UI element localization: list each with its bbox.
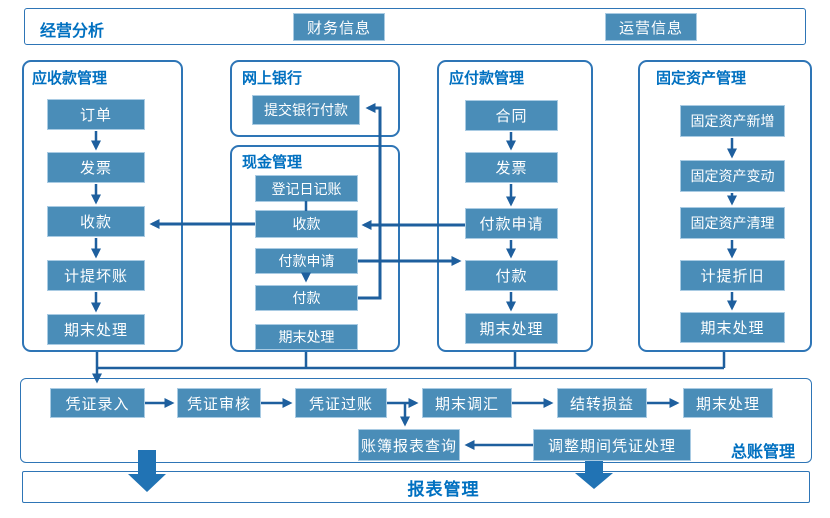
business-analysis-title: 经营分析 bbox=[40, 23, 105, 40]
ledger-bus-connector bbox=[92, 352, 726, 384]
financial-info-node: 财务信息 bbox=[293, 13, 385, 41]
node-fa-change: 固定资产变动 bbox=[680, 160, 785, 192]
node-period-end-ar: 期末处理 bbox=[47, 314, 145, 345]
panel-business-analysis bbox=[24, 8, 806, 45]
node-period-end-cash: 期末处理 bbox=[255, 324, 358, 350]
online-banking-title: 网上银行 bbox=[242, 70, 303, 87]
panel-payable bbox=[437, 60, 593, 352]
operations-info-node: 运营信息 bbox=[605, 13, 697, 41]
node-period-end-gl: 期末处理 bbox=[683, 388, 773, 418]
node-invoice-ap: 发票 bbox=[465, 152, 558, 183]
general-ledger-title: 总账管理 bbox=[731, 444, 796, 461]
node-bad-debt-provision: 计提坏账 bbox=[47, 260, 145, 291]
node-invoice-ar: 发票 bbox=[47, 152, 145, 183]
reports-title: 报表管理 bbox=[407, 479, 480, 499]
fixed-assets-title: 固定资产管理 bbox=[656, 70, 747, 87]
panel-general-ledger bbox=[20, 378, 812, 463]
node-payment-cash: 付款 bbox=[255, 285, 358, 311]
receivable-title: 应收款管理 bbox=[32, 70, 108, 87]
node-carry-forward-pl: 结转损益 bbox=[557, 388, 647, 418]
node-fa-disposal: 固定资产清理 bbox=[680, 207, 785, 239]
node-payment-ap: 付款 bbox=[465, 260, 558, 291]
panel-cash bbox=[230, 145, 400, 352]
node-register-journal: 登记日记账 bbox=[255, 175, 358, 202]
node-voucher-review: 凭证审核 bbox=[177, 388, 261, 418]
node-fa-addition: 固定资产新增 bbox=[680, 105, 785, 137]
node-receipt-ar: 收款 bbox=[47, 206, 145, 237]
node-order: 订单 bbox=[47, 99, 145, 130]
cash-title: 现金管理 bbox=[242, 154, 303, 171]
panel-online-banking bbox=[230, 60, 400, 137]
node-voucher-entry: 凭证录入 bbox=[50, 388, 145, 418]
node-period-end-exchange-adjust: 期末调汇 bbox=[422, 388, 512, 418]
node-period-end-ap: 期末处理 bbox=[465, 313, 558, 344]
node-payment-request-cash: 付款申请 bbox=[255, 248, 358, 274]
node-contract: 合同 bbox=[465, 100, 558, 131]
panel-reports: 报表管理 bbox=[22, 471, 810, 503]
node-voucher-posting: 凭证过账 bbox=[295, 388, 387, 418]
node-adjust-period-voucher: 调整期间凭证处理 bbox=[533, 429, 691, 461]
node-ledger-report-query: 账簿报表查询 bbox=[358, 429, 460, 461]
node-submit-bank-payment: 提交银行付款 bbox=[252, 95, 360, 125]
node-depreciation: 计提折旧 bbox=[680, 260, 785, 291]
payable-title: 应付款管理 bbox=[449, 70, 525, 87]
panel-receivable bbox=[22, 60, 183, 352]
node-period-end-fa: 期末处理 bbox=[680, 312, 785, 343]
panel-fixed-assets bbox=[638, 60, 812, 352]
node-payment-request-ap: 付款申请 bbox=[465, 208, 558, 239]
node-receipt-cash: 收款 bbox=[255, 210, 358, 238]
